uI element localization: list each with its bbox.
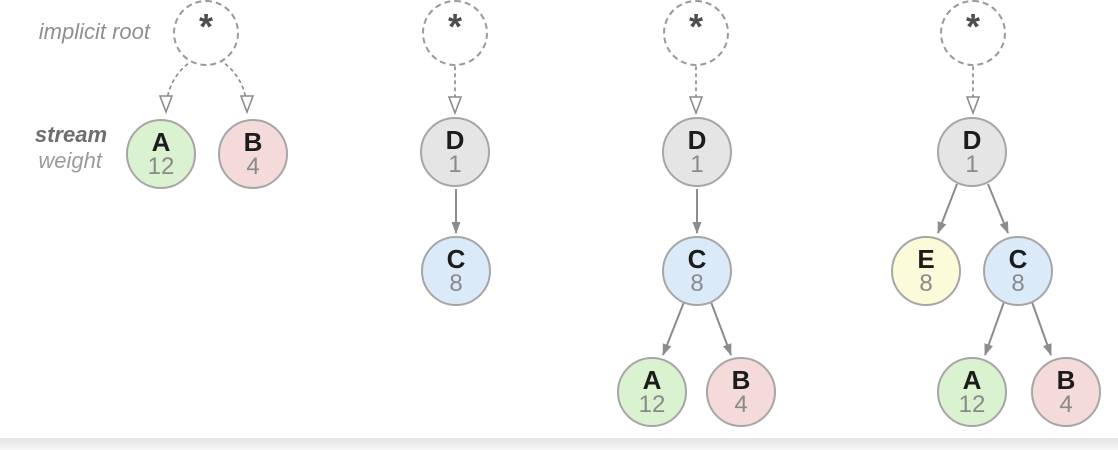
stream-node-b: B 4 [706, 357, 776, 427]
stream-weight: 8 [1011, 269, 1025, 297]
stream-node-a: A 12 [126, 119, 196, 189]
implicit-root-node: * [940, 0, 1006, 66]
stream-id: B [731, 364, 751, 395]
stream-id: B [243, 126, 263, 157]
stream-weight: 4 [1059, 390, 1073, 418]
stream-id: D [962, 124, 982, 155]
stream-weight: 1 [690, 150, 704, 178]
stream-weight: 1 [965, 150, 979, 178]
stream-node-c: C 8 [421, 236, 491, 306]
stream-weight: 8 [690, 269, 704, 297]
stream-node-d: D 1 [937, 117, 1007, 187]
stream-weight: 8 [919, 269, 933, 297]
stream-id: C [446, 243, 466, 274]
edge-c-to-b [710, 301, 732, 356]
implicit-root-node: * [173, 0, 239, 66]
stream-node-b: B 4 [218, 119, 288, 189]
stream-id: A [151, 126, 171, 157]
stream-node-a: A 12 [937, 357, 1007, 427]
edge-c-to-b [1031, 301, 1052, 356]
asterisk-symbol: * [198, 6, 213, 47]
asterisk-symbol: * [965, 6, 980, 47]
stream-id: E [917, 243, 935, 274]
implicit-root-node: * [663, 0, 729, 66]
stream-id: C [687, 243, 707, 274]
stream-node-a: A 12 [617, 357, 687, 427]
implicit-root-label: implicit root [38, 19, 150, 44]
stream-label: stream [34, 122, 107, 147]
stream-id: B [1056, 364, 1076, 395]
stream-id: C [1008, 243, 1028, 274]
weight-label: weight [38, 148, 102, 173]
edge-root-to-b [219, 59, 247, 112]
stream-weight: 8 [449, 269, 463, 297]
implicit-root-node: * [422, 0, 488, 66]
stream-weight: 4 [246, 152, 260, 180]
stream-node-c: C 8 [983, 236, 1053, 306]
asterisk-symbol: * [688, 6, 703, 47]
stream-weight: 12 [147, 152, 175, 180]
stream-weight: 12 [638, 390, 666, 418]
stream-id: A [642, 364, 662, 395]
stream-id: A [962, 364, 982, 395]
stream-weight: 1 [448, 150, 462, 178]
stream-node-e: E 8 [891, 236, 961, 306]
stream-id: D [687, 124, 707, 155]
stream-node-c: C 8 [662, 236, 732, 306]
stream-id: D [445, 124, 465, 155]
edge-d-to-c [987, 183, 1009, 234]
stream-node-b: B 4 [1031, 357, 1101, 427]
edge-c-to-a [662, 301, 685, 356]
bottom-caption-bar [0, 438, 1118, 450]
edge-c-to-a [984, 301, 1005, 356]
stream-weight: 12 [958, 390, 986, 418]
stream-node-d: D 1 [420, 117, 490, 187]
edge-root-to-a [166, 59, 194, 112]
edge-d-to-e [937, 183, 958, 234]
asterisk-symbol: * [447, 6, 462, 47]
stream-node-d: D 1 [662, 117, 732, 187]
stream-weight: 4 [734, 390, 748, 418]
